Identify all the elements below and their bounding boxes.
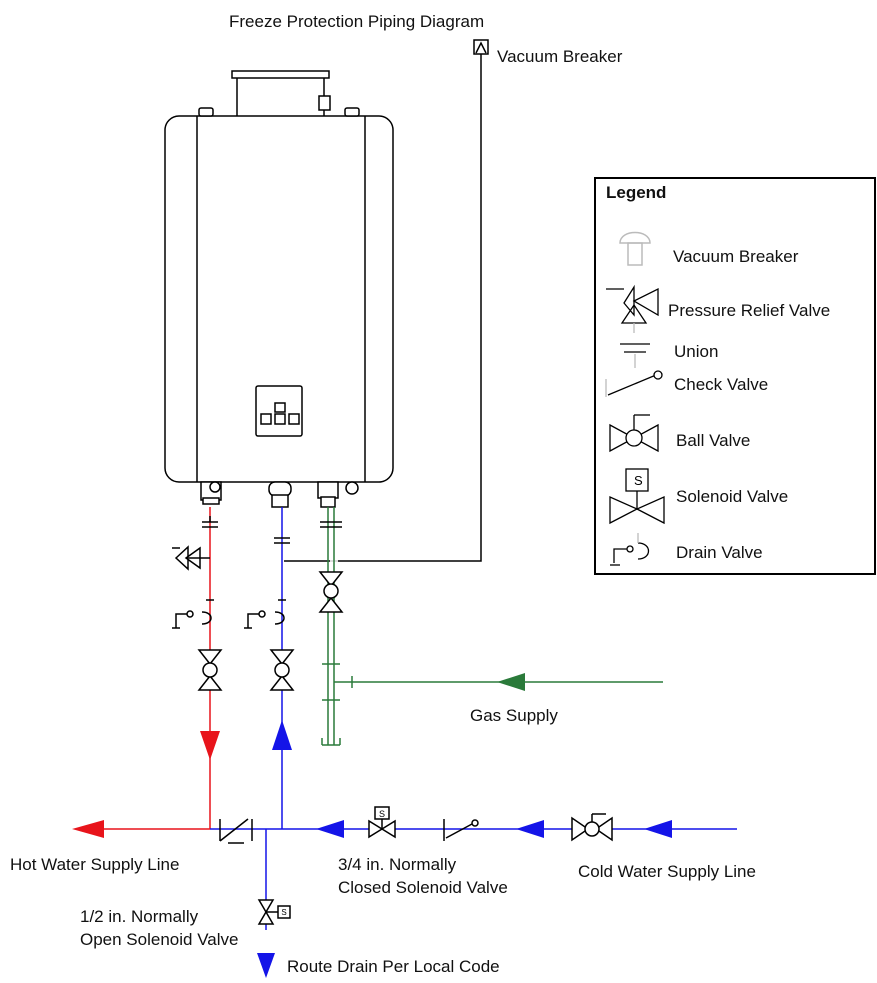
vacuum-breaker-label: Vacuum Breaker (497, 47, 623, 66)
open-solenoid-valve (257, 899, 291, 925)
hot-supply-arrow-left (72, 820, 104, 838)
drain-arrow-down (257, 953, 275, 978)
closed-solenoid-mark: S (379, 809, 385, 819)
legend-label-vacuum-breaker: Vacuum Breaker (673, 247, 799, 266)
check-valve-icon (605, 370, 663, 397)
hot-flow-arrow-down (200, 731, 220, 760)
heater-vent-flue (236, 75, 325, 123)
cold-arrow-1 (316, 820, 344, 838)
closed-solenoid-valve (368, 806, 396, 839)
legend: Legend Vacuum Breaker Pressure Relief Va… (594, 177, 876, 575)
gas-flow-arrow (497, 673, 525, 691)
open-solenoid-mark: S (281, 908, 286, 917)
union-icon (620, 343, 650, 368)
open-solenoid-label: 1/2 in. Normally Open Solenoid Valve (80, 907, 239, 949)
pressure-relief-valve (172, 545, 210, 571)
svg-text:S: S (634, 473, 643, 488)
gas-supply-label: Gas Supply (470, 706, 558, 725)
vacuum-breaker-icon (619, 231, 651, 266)
ball-valve-icon (609, 414, 659, 453)
closed-solenoid-label: 3/4 in. Normally Closed Solenoid Valve (338, 855, 508, 897)
legend-label-drain-valve: Drain Valve (676, 543, 763, 562)
legend-label-ball-valve: Ball Valve (676, 431, 751, 450)
cold-arrow-2 (516, 820, 544, 838)
legend-label-solenoid-valve: Solenoid Valve (676, 487, 789, 506)
supply-check-valve (443, 819, 479, 841)
diagram-title: Freeze Protection Piping Diagram (229, 12, 485, 31)
legend-label-pressure-relief-valve: Pressure Relief Valve (668, 301, 831, 320)
cold-arrow-3 (644, 820, 672, 838)
legend-label-check-valve: Check Valve (674, 375, 769, 394)
control-panel (255, 385, 303, 437)
legend-title: Legend (606, 183, 667, 202)
tee-check-valve (219, 818, 253, 844)
drain-label: Route Drain Per Local Code (287, 957, 500, 976)
cold-flow-arrow-up (272, 720, 292, 750)
water-heater-unit (164, 70, 394, 508)
union-fittings (202, 516, 342, 544)
heater-vent-collar (231, 70, 330, 79)
drain-valves (172, 599, 286, 629)
solenoid-valve-icon: S (609, 468, 665, 525)
legend-label-union: Union (674, 342, 719, 361)
pressure-relief-valve-icon (606, 284, 659, 333)
drain-valve-icon (610, 533, 650, 566)
hot-water-supply-label: Hot Water Supply Line (10, 855, 180, 874)
ball-valves (197, 571, 613, 842)
cold-water-supply-label: Cold Water Supply Line (578, 862, 756, 881)
